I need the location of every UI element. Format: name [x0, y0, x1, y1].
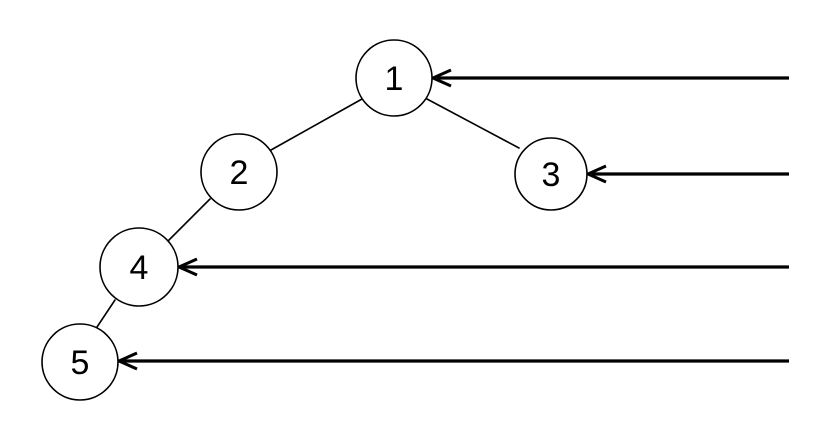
node-1-label: 1 [385, 60, 404, 98]
pointer-arrow-to-node-4 [175, 257, 789, 277]
node-2[interactable]: 2 [200, 133, 278, 211]
node-1[interactable]: 1 [355, 39, 433, 117]
node-3[interactable]: 3 [514, 137, 588, 211]
tree-edge-2-1 [270, 98, 363, 151]
node-2-circle[interactable] [200, 133, 278, 211]
node-2-label: 2 [230, 154, 249, 192]
node-1-circle[interactable] [355, 39, 433, 117]
node-5[interactable]: 5 [41, 323, 119, 401]
node-3-label: 3 [542, 156, 561, 194]
node-5-label: 5 [71, 344, 90, 382]
pointer-arrow-to-node-1 [429, 68, 789, 88]
tree-edge-5-4 [96, 299, 116, 328]
tree-edge-4-2 [167, 198, 211, 242]
pointer-arrow-to-node-3 [584, 164, 789, 184]
pointer-arrowhead-to-node-3 [584, 164, 607, 184]
node-4-label: 4 [130, 249, 149, 287]
node-4-circle[interactable] [99, 227, 179, 307]
node-5-circle[interactable] [41, 323, 119, 401]
pointer-arrow-to-node-5 [115, 351, 789, 371]
node-3-circle[interactable] [514, 137, 588, 211]
node-group: 1 2 3 4 5 [41, 39, 588, 401]
node-4[interactable]: 4 [99, 227, 179, 307]
pointer-arrowhead-to-node-1 [429, 68, 452, 88]
pointer-arrow-group [115, 68, 789, 371]
tree-edge-1-3 [426, 98, 520, 149]
tree-edge-group [96, 98, 520, 328]
pointer-arrowhead-to-node-5 [115, 351, 138, 371]
pointer-arrowhead-to-node-4 [175, 257, 198, 277]
